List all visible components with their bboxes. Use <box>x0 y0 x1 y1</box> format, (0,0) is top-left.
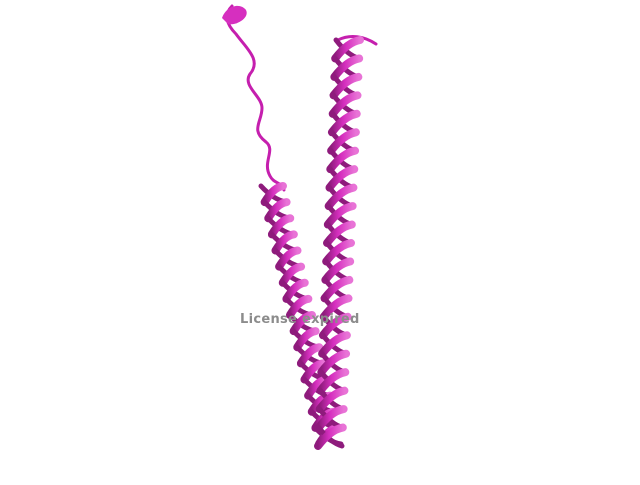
helix-front-turn <box>325 165 359 192</box>
helix-front-turn <box>315 386 349 414</box>
helix-front-turn <box>330 54 364 81</box>
helix-front-turn <box>267 214 295 239</box>
helix-front-turn <box>328 91 362 118</box>
coil-loop-left <box>225 4 286 192</box>
helix-front-turn <box>323 202 357 229</box>
helix-front-turn <box>318 331 351 358</box>
helix-front-turn <box>318 312 352 340</box>
helix-front-turn <box>329 72 363 100</box>
helix-front-turn <box>296 343 324 368</box>
helix-back-strand <box>316 425 345 449</box>
helix-front-turn <box>327 128 360 155</box>
helix-front-turn <box>282 278 309 303</box>
helix-front-turn <box>278 262 306 287</box>
helix-cap-top <box>222 5 247 25</box>
helix-front-turn <box>327 109 361 137</box>
helix-front-turn <box>326 146 360 174</box>
license-watermark: License expired <box>240 312 360 327</box>
helix-front-turn <box>331 36 364 63</box>
helix-front-turn <box>300 359 327 384</box>
helix-front-turn <box>260 182 287 207</box>
helix-front-turn <box>324 183 358 211</box>
helix-front-turn <box>322 239 355 266</box>
helix-front-turn <box>321 257 355 284</box>
helix-front-turn <box>289 311 316 336</box>
helix-front-turn <box>320 275 354 303</box>
helix-front-turn <box>323 220 356 247</box>
helix-front-turn <box>275 246 302 271</box>
helix-front-turn <box>319 294 353 321</box>
helix-front-turn <box>317 349 351 377</box>
helix-front-turn <box>271 230 298 255</box>
helix-front-turn <box>286 294 313 319</box>
helix-front-turn <box>314 405 348 432</box>
helix-front-turn <box>316 368 350 395</box>
helix-front-turn <box>264 198 291 223</box>
helix-front-turn <box>293 327 320 352</box>
helix-right <box>314 36 364 450</box>
helix-front-turn <box>314 423 347 450</box>
